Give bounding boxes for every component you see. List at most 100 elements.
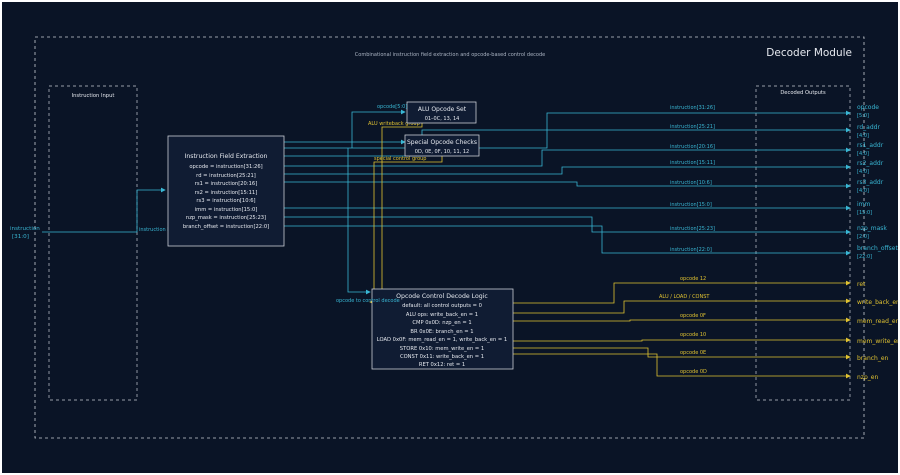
rd-addr-wire: [284, 127, 851, 157]
control-wires: [513, 280, 851, 379]
control-line: default: all control outputs = 0: [402, 303, 482, 309]
alu-opcode-set-block: [406, 101, 477, 124]
rd-addr-wire-label: instruction[25:21]: [670, 124, 715, 130]
control-line: BR 0x0E: branch_en = 1: [410, 329, 473, 335]
module-boundary: [34, 36, 865, 439]
mem-write-en-wire: [513, 337, 851, 343]
output-opcode-width: [5:0]: [857, 113, 869, 119]
output-rs3-addr: rs3_addr: [857, 179, 884, 186]
alu-opcode-in-label: opcode[5:0]: [377, 104, 407, 110]
special-group-wire: [373, 156, 443, 298]
control-line: CONST 0x11: write_back_en = 1: [400, 354, 484, 360]
alu-opcode-set-title: ALU Opcode Set: [418, 106, 467, 113]
branch-en-wire-label: opcode 0E: [680, 350, 706, 356]
nzp-en-wire-label: opcode 0D: [680, 369, 707, 375]
nzp-en-wire: [513, 353, 851, 379]
output-write-back-en: write_back_en: [857, 299, 898, 306]
rs1-addr-wire: [284, 147, 851, 167]
field-wires: [284, 109, 851, 295]
extraction-line: rs3 = instruction[10:6]: [196, 198, 255, 204]
control-decode-in-label: opcode to control decode: [336, 298, 400, 304]
instruction-input-group: [48, 85, 138, 401]
output-opcode: opcode: [857, 104, 879, 111]
mem-read-en-wire-label: opcode 0F: [680, 313, 706, 319]
rs2-addr-wire: [284, 164, 851, 175]
output-mem-read-en: mem_read_en: [857, 318, 898, 325]
field-extraction-lines: opcode = instruction[31:26] rd = instruc…: [183, 164, 269, 230]
write-back-en-wire: [513, 298, 851, 314]
control-line: RET 0x12: ret = 1: [419, 362, 465, 368]
output-nzp-en: nzp_en: [857, 374, 878, 381]
extraction-line: imm = instruction[15:0]: [195, 207, 258, 213]
output-rs1-addr: rs1_addr: [857, 142, 884, 149]
ret-wire-label: opcode 12: [680, 276, 706, 282]
output-branch-offset-width: [22:0]: [857, 254, 872, 260]
instruction-input-title: Instruction Input: [72, 93, 115, 99]
output-ret: ret: [857, 281, 866, 288]
extraction-line: branch_offset = instruction[22:0]: [183, 224, 269, 230]
nzp-mask-wire-label: instruction[25:23]: [670, 226, 715, 232]
control-line: ALU ops: write_back_en = 1: [406, 312, 478, 318]
output-branch-offset: branch_offset: [857, 245, 898, 252]
special-opcode-checks-block: [404, 134, 480, 157]
output-rd-addr: rd_addr: [857, 124, 880, 131]
rs2-addr-wire-label: instruction[15:11]: [670, 160, 715, 166]
control-decode-lines: default: all control outputs = 0 ALU ops…: [377, 303, 507, 368]
nzp-mask-wire: [284, 216, 851, 235]
opcode-wire: [284, 110, 851, 149]
output-imm-width: [15:0]: [857, 210, 872, 216]
extraction-line: nzp_mask = instruction[25:23]: [186, 215, 266, 221]
special-group-label: special control group: [374, 156, 426, 162]
output-mem-write-en: mem_write_en: [857, 338, 898, 345]
field-extraction-block: [167, 135, 285, 247]
alu-group-label: ALU writeback group: [368, 121, 420, 127]
field-output-ports: opcode [5:0] rd_addr [4:0] rs1_addr [4:0…: [857, 104, 898, 260]
field-wire-labels: instruction[31:26] instruction[25:21] in…: [670, 105, 715, 253]
mem-read-en-wire: [513, 317, 851, 323]
instruction-bus-label: instruction bus: [139, 227, 177, 233]
output-branch-en: branch_en: [857, 355, 889, 362]
control-wire-labels: opcode 12 ALU / LOAD / CONST opcode 0F o…: [659, 276, 710, 375]
output-rs3-addr-width: [4:0]: [857, 188, 869, 194]
output-nzp-mask-width: [2:0]: [857, 234, 869, 240]
opcode-to-alu-wire: [351, 109, 406, 148]
opcode-wire-label: instruction[31:26]: [670, 105, 715, 111]
control-decode-title: Opcode Control Decode Logic: [396, 293, 488, 300]
output-rs2-addr: rs2_addr: [857, 160, 884, 167]
control-line: LOAD 0x0F: mem_read_en = 1, write_back_e…: [377, 337, 507, 343]
write-back-en-wire-label: ALU / LOAD / CONST: [659, 294, 710, 300]
instruction-bus-wire: [42, 187, 166, 233]
module-subtitle: Combinational instruction field extracti…: [355, 52, 545, 58]
output-imm: imm: [857, 201, 871, 208]
output-rs1-addr-width: [4:0]: [857, 151, 869, 157]
imm-wire-label: instruction[15:0]: [670, 202, 712, 208]
output-nzp-mask: nzp_mask: [857, 225, 887, 232]
ret-wire: [513, 280, 851, 304]
branch-offset-wire-label: instruction[22:0]: [670, 247, 712, 253]
rs3-addr-wire-label: instruction[10:6]: [670, 180, 712, 186]
instruction-port-width: [31:0]: [12, 234, 29, 240]
rs1-addr-wire-label: instruction[20:16]: [670, 144, 715, 150]
branch-en-wire: [513, 347, 851, 360]
branch-offset-wire: [284, 225, 851, 256]
output-rs2-addr-width: [4:0]: [857, 169, 869, 175]
instruction-port-label: instruction: [10, 226, 40, 232]
mem-write-en-wire-label: opcode 10: [680, 332, 706, 338]
control-output-ports: ret write_back_en mem_read_en mem_write_…: [857, 281, 898, 381]
rs3-addr-wire: [284, 181, 851, 189]
control-decode-block: [371, 288, 514, 370]
module-title: Decoder Module: [766, 47, 852, 59]
opcode-to-control-wire: [347, 148, 371, 295]
extraction-line: opcode = instruction[31:26]: [189, 164, 262, 170]
output-rd-addr-width: [4:0]: [857, 133, 869, 139]
control-line: CMP 0x0D: nzp_en = 1: [412, 320, 471, 326]
field-extraction-title: Instruction Field Extraction: [185, 153, 268, 160]
extraction-line: rs2 = instruction[15:11]: [195, 190, 257, 196]
decoded-outputs-group: [755, 85, 851, 401]
special-opcode-checks-values: 0D, 0E, 0F, 10, 11, 12: [415, 149, 469, 155]
extraction-line: rd = instruction[25:21]: [196, 173, 256, 179]
decoded-outputs-title: Decoded Outputs: [780, 90, 826, 96]
